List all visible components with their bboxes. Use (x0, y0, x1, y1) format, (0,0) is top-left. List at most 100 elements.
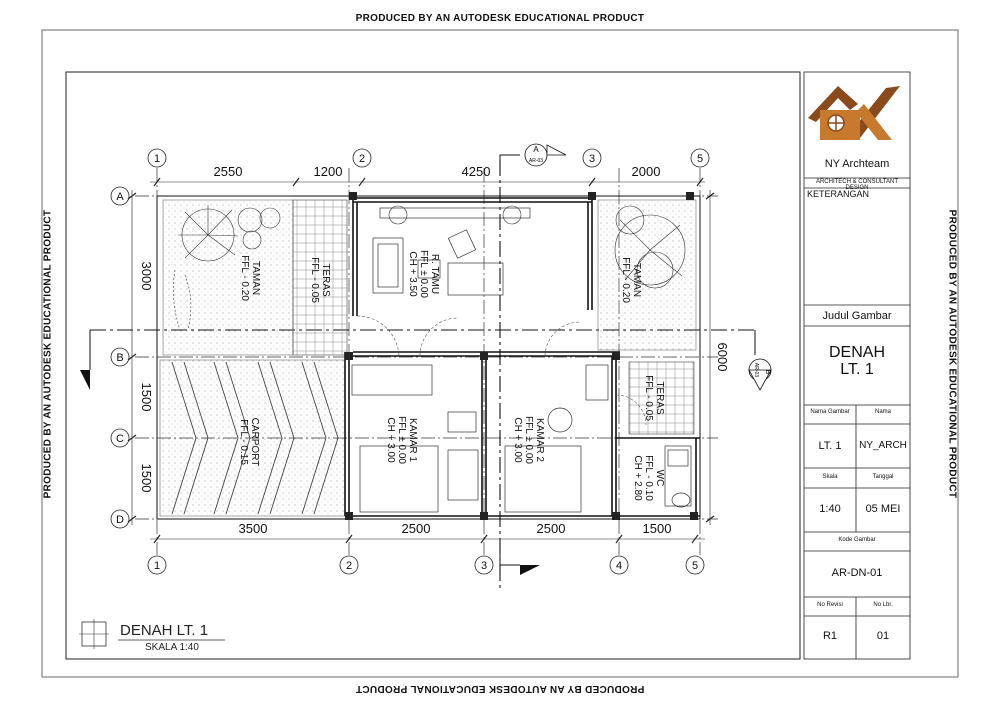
door-swings (356, 315, 647, 426)
kode-gambar-label: Kode Gambar (838, 537, 876, 543)
grid-bubble-D (110, 509, 130, 529)
room-taman-right-level: FFL - 0.20 (620, 257, 631, 303)
grid-label-1-top: 1 (154, 153, 160, 165)
grid-bubble-1-bottom (147, 555, 167, 575)
grid-bubbles (110, 148, 710, 575)
grid-label-4-bottom: 4 (616, 560, 622, 572)
drawing-title: DENAH LT. 1 SKALA 1:40 (79, 619, 225, 653)
room-kamar2-name: KAMAR 2 (534, 418, 545, 462)
dimension-lines (127, 177, 715, 544)
grid-label-2-bottom: 2 (346, 560, 352, 572)
dim-left-2: 1500 (139, 383, 154, 412)
grid-label-3-bottom: 3 (481, 560, 487, 572)
grid-label-5-bottom: 5 (692, 560, 698, 572)
section-marker-b-left (80, 330, 91, 390)
skala-value: 1:40 (819, 503, 841, 515)
grid-bubble-2-bottom (339, 555, 359, 575)
section-marker-a-top: A AR-03 (499, 143, 567, 175)
title-block-frame (803, 71, 911, 660)
grid-label-2-top: 2 (359, 153, 365, 165)
room-kamar2-ceiling: CH + 3.00 (512, 417, 523, 463)
nama-label: Nama (874, 409, 891, 415)
section-a-sheet: AR-03 (529, 158, 543, 164)
grid-bubble-C (110, 428, 130, 448)
section-a-label: A (533, 145, 539, 154)
grid-bubble-3-top (582, 148, 602, 168)
room-tamu-level: FFL ± 0.00 (418, 250, 429, 298)
grid-bubble-5-bottom (685, 555, 705, 575)
no-revisi-value: R1 (822, 630, 838, 642)
room-wc-level: FFL - 0.10 (643, 455, 654, 501)
grid-bubble-4-bottom (609, 555, 629, 575)
plants (173, 205, 686, 331)
judul-line2: LT. 1 (840, 361, 874, 378)
garden-left (162, 199, 294, 356)
room-wc-ceiling: CH + 2.80 (632, 455, 643, 501)
grid-label-1-bottom: 1 (154, 560, 160, 572)
keterangan-label: KETERANGAN (807, 189, 870, 199)
nama-gambar-label: Nama Gambar (810, 409, 850, 415)
section-marker-a-bottom (499, 545, 540, 575)
room-teras-top-level: FFL - 0.05 (309, 257, 320, 303)
room-teras-right-name: TERAS (654, 381, 665, 415)
grid-label-5-top: 5 (697, 153, 703, 165)
room-kamar1-name: KAMAR 1 (407, 418, 418, 462)
dim-top-1: 2550 (214, 164, 243, 179)
site-boundary (156, 195, 701, 520)
dim-left-3: 1500 (139, 464, 154, 493)
room-taman-right-name: TAMAN (631, 263, 642, 297)
terrace-right (628, 361, 695, 435)
room-teras-right-level: FFL - 0.05 (643, 375, 654, 421)
skala-label: Skala (822, 474, 838, 480)
room-kamar1-ceiling: CH + 3.00 (385, 417, 396, 463)
floor-plan (156, 192, 701, 520)
no-lbr-label: No Lbr. (873, 602, 893, 608)
grid-label-D: D (116, 514, 124, 526)
room-carport-name: CARPORT (249, 418, 260, 467)
grid-bubble-1-top (147, 148, 167, 168)
room-carport-level: FFL - 0.15 (238, 419, 249, 465)
tanggal-label: Tanggal (872, 474, 894, 480)
section-b-sheet: AR-03 (753, 363, 759, 377)
grid-label-3-top: 3 (589, 153, 595, 165)
company-tagline: ARCHITECH & CONSULTANT DESIGN (815, 179, 899, 191)
dim-top-4: 2000 (632, 164, 661, 179)
room-wc-name: WC (654, 470, 665, 487)
carport-area (159, 359, 346, 517)
section-marker-b-right: B AR-03 (748, 330, 772, 391)
room-tamu-ceiling: CH + 3.50 (407, 251, 418, 297)
room-tamu-name: R. TAMU (429, 254, 440, 294)
grid-bubble-5-top (690, 148, 710, 168)
watermark-top: PRODUCED BY AN AUTODESK EDUCATIONAL PROD… (355, 13, 645, 24)
grid-bubble-B (110, 347, 130, 367)
section-b-label: B (764, 370, 771, 375)
drawing-title-scale: SKALA 1:40 (145, 642, 199, 653)
tanggal-value: 05 MEI (865, 503, 901, 515)
dim-left-1: 3000 (139, 262, 154, 291)
dim-right-1: 6000 (715, 343, 730, 372)
grid-label-A: A (116, 191, 124, 203)
grid-bubble-3-bottom (474, 555, 494, 575)
dim-bottom-1: 3500 (239, 521, 268, 536)
room-taman-left-level: FFL - 0.20 (239, 255, 250, 301)
grid-label-B: B (116, 352, 123, 364)
room-taman-left-name: TAMAN (250, 261, 261, 295)
dim-bottom-2: 2500 (402, 521, 431, 536)
walls (344, 197, 700, 517)
company-logo (808, 86, 900, 140)
furniture (351, 207, 692, 513)
no-revisi-label: No Revisi (817, 602, 843, 608)
dim-bottom-4: 1500 (643, 521, 672, 536)
dim-top-2: 1200 (314, 164, 343, 179)
carport-chevrons (171, 361, 339, 515)
columns (345, 192, 698, 520)
kode-gambar-value: AR-DN-01 (831, 567, 883, 579)
dim-bottom-3: 2500 (537, 521, 566, 536)
company-name: NY Archteam (824, 158, 890, 170)
dim-top-3: 4250 (462, 164, 491, 179)
garden-right (597, 199, 697, 351)
judul-gambar-label: Judul Gambar (822, 310, 892, 322)
grid-bubble-A (110, 186, 130, 206)
drawing-title-text: DENAH LT. 1 (120, 622, 208, 639)
